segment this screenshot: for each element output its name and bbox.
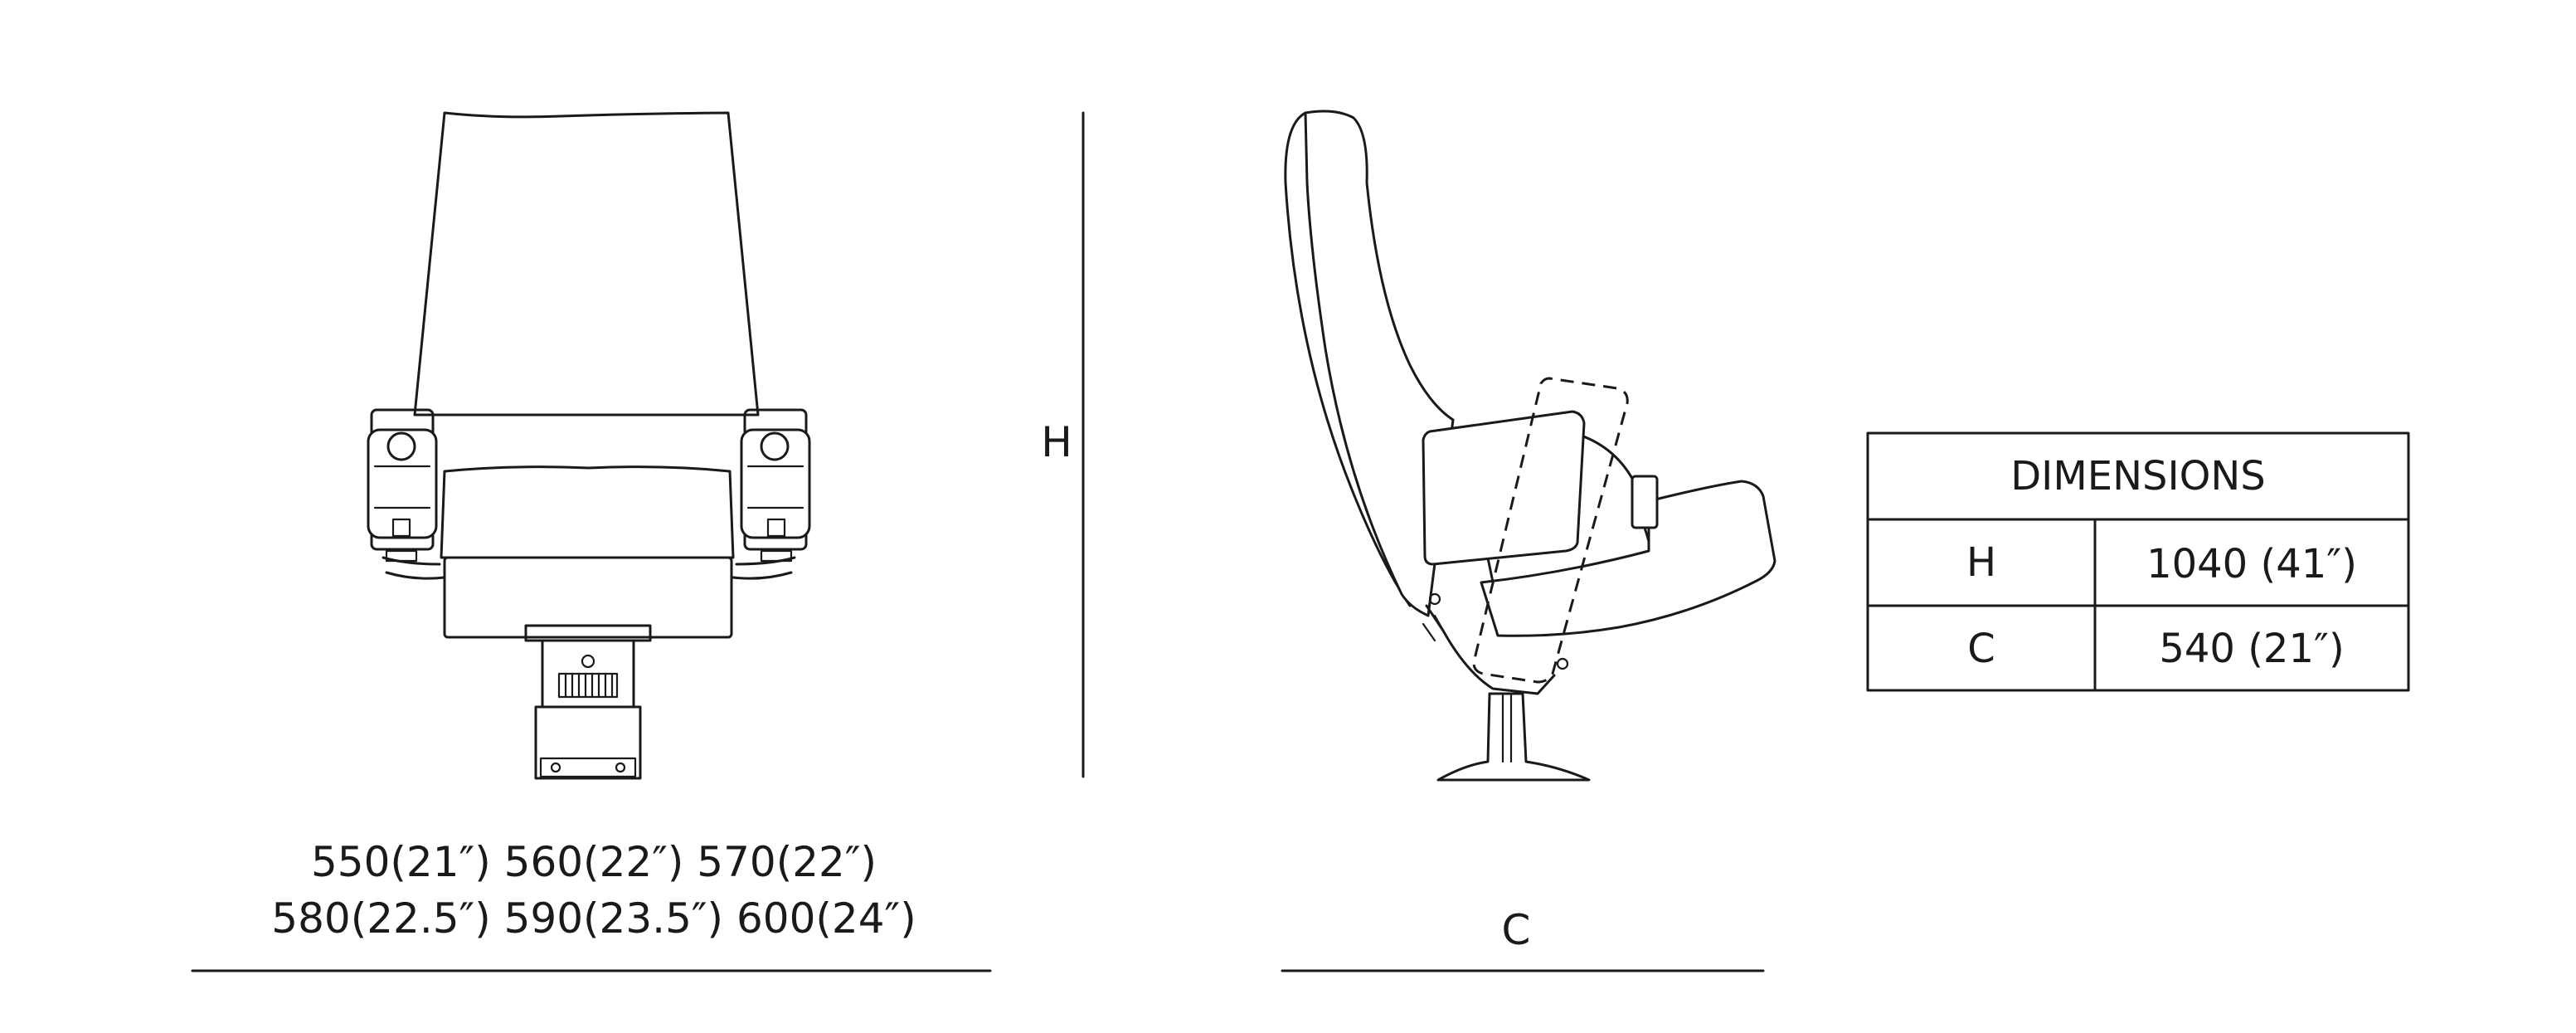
front-pedestal-bolt: [581, 654, 595, 669]
side-armrest: [1422, 410, 1586, 566]
front-right-armrest: [731, 408, 811, 580]
front-pedestal-grip: [557, 672, 619, 699]
side-clip: [1631, 475, 1659, 529]
front-widths-line2: 580(22.5″) 590(23.5″) 600(24″): [271, 894, 916, 943]
front-left-armrest: [367, 408, 446, 580]
front-widths-line1: 550(21″) 560(22″) 570(22″): [311, 838, 877, 886]
front-view-seat: [367, 111, 811, 780]
front-seat-base: [443, 556, 733, 639]
side-pedestal: [1436, 692, 1591, 782]
table-row-label: H: [1966, 539, 1996, 586]
height-marker: H: [1041, 418, 1072, 466]
table-row-label: C: [1967, 626, 1995, 672]
dimensions-table: DIMENSIONS H 1040 (41″) C 540 (21″): [1866, 431, 2410, 692]
table-border: [1866, 431, 2410, 692]
front-backrest: [413, 111, 760, 417]
front-foot: [534, 705, 642, 780]
side-seat-cushion: [1480, 480, 1776, 637]
front-foot-plate: [539, 757, 637, 778]
front-seat-cushion: [440, 465, 735, 559]
side-dashed-outline: [1472, 377, 1629, 684]
depth-marker: C: [1502, 906, 1531, 954]
table-row-value: 1040 (41″): [2146, 541, 2357, 587]
table-row-value: 540 (21″): [2159, 626, 2344, 672]
table-title: DIMENSIONS: [2010, 453, 2266, 499]
side-backrest: [1304, 110, 1455, 617]
side-backrest-shell: [1284, 111, 1412, 607]
side-view-seat: [1284, 110, 1776, 782]
